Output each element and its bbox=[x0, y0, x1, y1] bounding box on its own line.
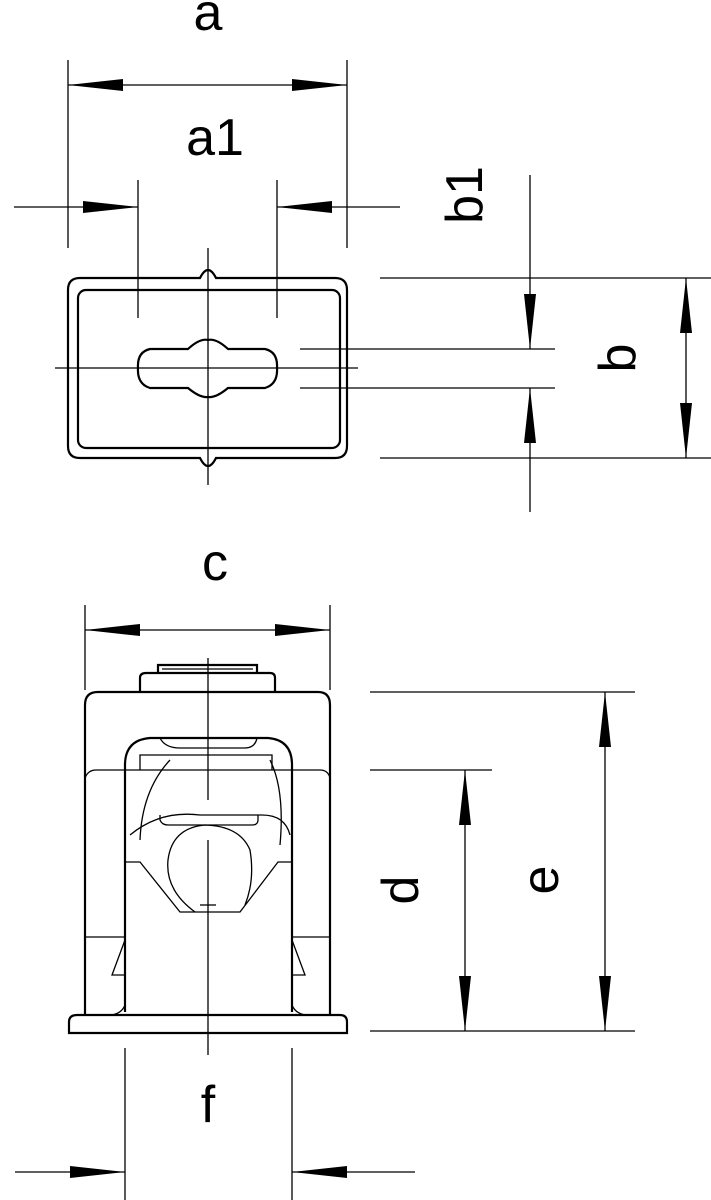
label-c: c bbox=[202, 534, 228, 592]
hatched-section bbox=[76, 288, 342, 450]
dimension-a: a bbox=[67, 0, 348, 248]
label-b: b bbox=[589, 344, 647, 373]
dimension-e: e bbox=[370, 691, 635, 1031]
side-view bbox=[67, 658, 349, 1055]
label-a1: a1 bbox=[186, 109, 244, 167]
label-d: d bbox=[372, 876, 430, 905]
dimension-b: b bbox=[380, 277, 711, 459]
label-a: a bbox=[194, 0, 223, 42]
dimension-f: f bbox=[15, 1048, 415, 1200]
dimension-b1: b1 bbox=[300, 166, 555, 512]
dimension-c: c bbox=[84, 534, 331, 690]
dimension-d: d bbox=[370, 769, 635, 1032]
outer-outline bbox=[66, 268, 349, 468]
top-view bbox=[55, 248, 358, 485]
label-f: f bbox=[201, 1076, 216, 1134]
label-e: e bbox=[512, 866, 570, 895]
dimension-a1: a1 bbox=[14, 109, 400, 318]
label-b1: b1 bbox=[436, 166, 494, 224]
